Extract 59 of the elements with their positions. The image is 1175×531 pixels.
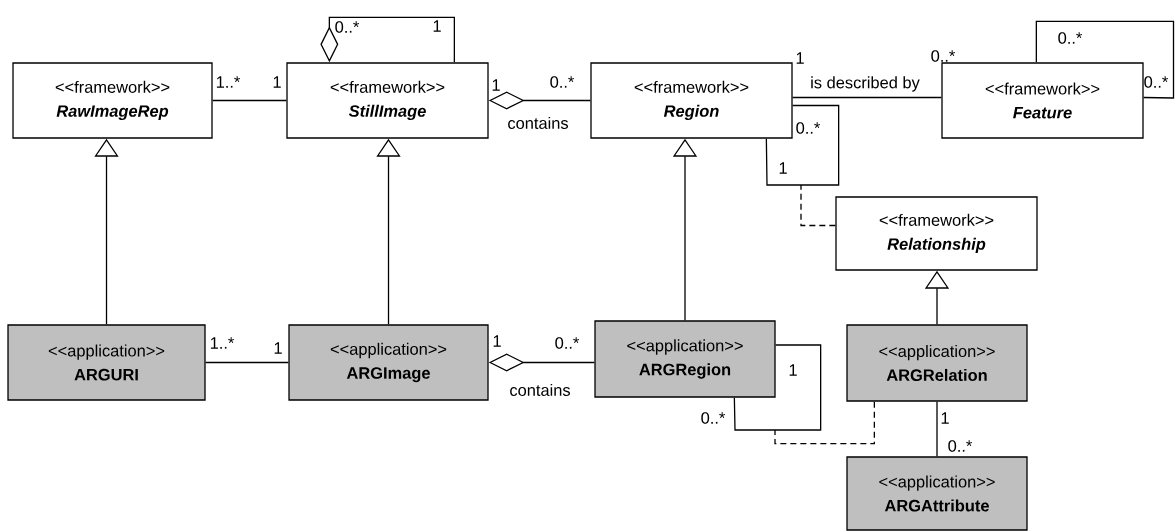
association-line <box>936 401 938 457</box>
multiplicity-label: 0..* <box>550 76 575 88</box>
class-name: Relationship <box>887 237 986 254</box>
stereotype-label: <<application>> <box>879 345 995 361</box>
multiplicity-label: 0..* <box>335 21 360 33</box>
class-box <box>590 62 793 139</box>
class-name: StillImage <box>348 104 426 121</box>
class-name: RawImageRep <box>56 105 169 121</box>
stereotype-label: <<application>> <box>627 339 743 355</box>
association-line <box>205 361 289 364</box>
multiplicity-label: 1 <box>433 20 441 32</box>
association-line <box>1035 20 1175 99</box>
multiplicity-label: 1 <box>779 162 787 174</box>
dashed-line <box>800 184 836 227</box>
association-line <box>212 99 287 102</box>
class-name: Feature <box>1013 107 1072 119</box>
multiplicity-label: 1 <box>796 52 804 64</box>
class-name: ARGImage <box>346 367 430 383</box>
multiplicity-label: 0..* <box>931 50 956 62</box>
multiplicity-label: 0..* <box>948 440 973 452</box>
association-line <box>765 104 840 186</box>
multiplicity-label: 0..* <box>555 337 580 349</box>
association-line <box>733 344 822 431</box>
edge-label: contains <box>508 116 568 130</box>
class-box <box>941 62 1144 139</box>
class-box <box>846 456 1028 531</box>
multiplicity-label: 0..* <box>701 412 726 424</box>
multiplicity-label: 1 <box>273 76 281 88</box>
multiplicity-label: 0..* <box>1058 32 1083 44</box>
class-name: ARGRelation <box>886 368 987 381</box>
dashed-line <box>774 401 875 445</box>
stereotype-label: <<framework>> <box>55 80 170 93</box>
stereotype-label: <<framework>> <box>985 82 1100 95</box>
class-box <box>286 62 489 139</box>
class-name: ARGURI <box>74 368 138 381</box>
class-box <box>594 320 776 398</box>
multiplicity-label: 1 <box>274 342 282 354</box>
class-box <box>835 196 1038 271</box>
aggregation-line <box>320 16 455 63</box>
stereotype-label: <<application>> <box>330 342 447 359</box>
multiplicity-label: 1..* <box>216 76 241 88</box>
class-name: Region <box>663 104 719 121</box>
edge-label: is described by <box>811 76 920 92</box>
class-box <box>7 324 206 401</box>
multiplicity-label: 1 <box>941 412 949 424</box>
multiplicity-label: 1..* <box>210 337 235 349</box>
class-name: ARGAttribute <box>884 499 989 512</box>
association-line <box>792 96 942 99</box>
stereotype-label: <<framework>> <box>330 80 445 93</box>
class-box <box>846 324 1028 402</box>
class-box <box>12 62 213 139</box>
stereotype-label: <<application>> <box>879 475 995 491</box>
stereotype-label: <<application>> <box>48 344 165 360</box>
stereotype-label: <<framework>> <box>879 213 994 226</box>
edge-label: contains <box>510 383 570 396</box>
class-name: ARGRegion <box>639 363 731 379</box>
multiplicity-label: 0..* <box>1144 76 1169 88</box>
class-box <box>288 324 489 401</box>
stereotype-label: <<framework>> <box>634 80 749 93</box>
